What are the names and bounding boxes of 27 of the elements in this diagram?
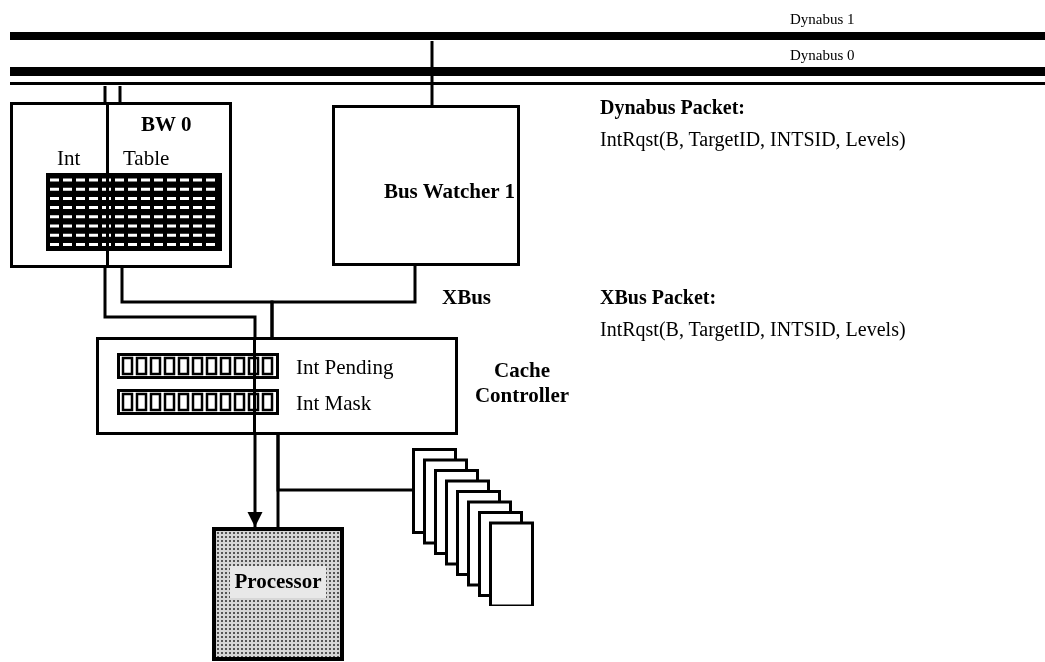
component-label: Cache Controller [473,358,571,409]
bus-watcher-box [10,102,232,268]
register-label: Int Pending [296,354,394,381]
bus-label: Dynabus 0 [790,46,855,65]
connector-line [270,266,417,337]
bus-label: Dynabus 1 [790,10,855,29]
table-label: Int [57,145,81,172]
connector-line [118,86,122,102]
table-label: Table [123,145,170,172]
register-label: Int Mask [296,390,372,417]
connector-line [103,268,257,337]
box-title: BW 0 [141,111,192,138]
packet-format: IntRqst(B, TargetID, INTSID, Levels) [600,317,906,343]
packet-heading: XBus Packet: [600,285,717,310]
connector-line [103,86,107,102]
cache-controller-box [96,337,458,435]
arrow [247,435,263,527]
processor-label: Processor [230,566,326,598]
box-title: Bus Watcher 1 [383,178,515,205]
packet-format: IntRqst(B, TargetID, INTSID, Levels) [600,127,906,153]
memory-stack-drawing [412,448,534,606]
connector-line [430,41,434,105]
connector-line [276,435,412,492]
processor-box [212,527,344,661]
packet-heading: Dynabus Packet: [600,95,745,121]
bus-label: XBus [442,284,492,311]
bus-watcher-box [332,105,520,266]
